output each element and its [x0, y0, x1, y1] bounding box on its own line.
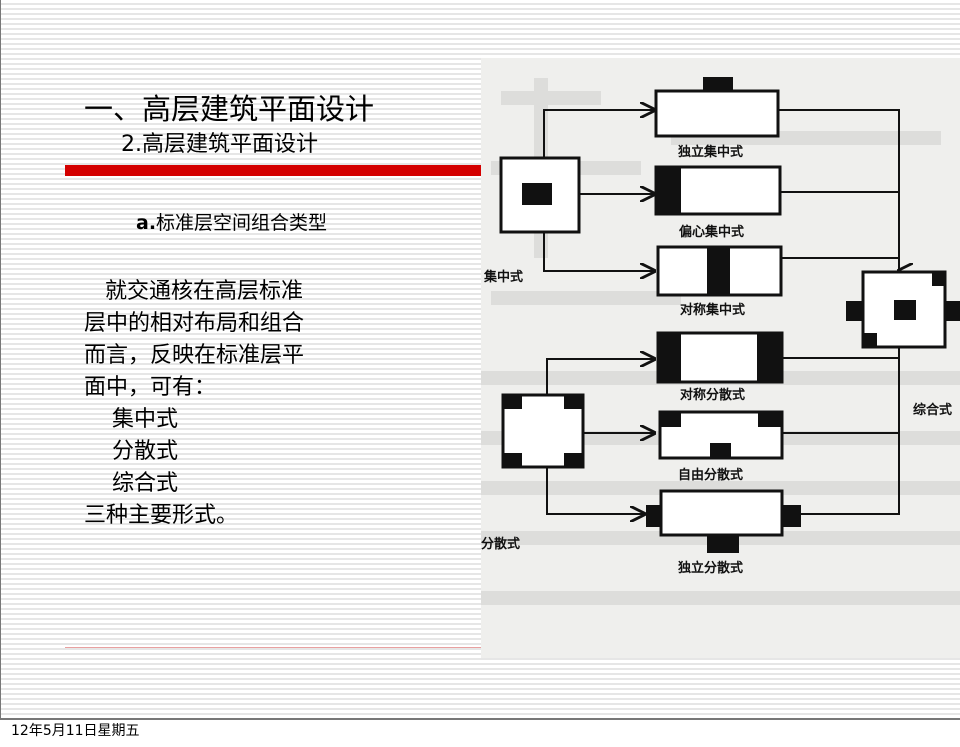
label-independent-centralized: 独立集中式 — [678, 144, 743, 160]
label-centralized: 集中式 — [483, 269, 523, 285]
independent-dispersed-box — [646, 489, 801, 553]
section-title: 标准层空间组合类型 — [156, 212, 328, 234]
centralized-box — [499, 156, 581, 234]
core-layout-diagram: 集中式 分散式 综合式 独立集中式 偏心集中式 对称集中式 对称分散式 自由分散… — [481, 58, 960, 658]
dispersed-box — [501, 393, 585, 469]
footer-date: 12年5月11日星期五 — [11, 723, 140, 739]
combined-box — [846, 270, 960, 349]
section-heading: a.标准层空间组合类型 — [136, 208, 327, 235]
connector-lines — [543, 110, 899, 514]
label-free-dispersed: 自由分散式 — [678, 467, 743, 483]
body-text: 就交通核在高层标准 层中的相对布局和组合 而言，反映在标准层平 面中，可有： 集… — [84, 279, 305, 528]
bottom-divider — [65, 647, 481, 648]
label-symmetric-centralized: 对称集中式 — [680, 302, 745, 318]
label-independent-dispersed: 独立分散式 — [678, 560, 743, 576]
slide: 一、高层建筑平面设计 2.高层建筑平面设计 a.标准层空间组合类型 就交通核在高… — [0, 0, 960, 720]
eccentric-centralized-box — [654, 165, 782, 216]
label-symmetric-dispersed: 对称分散式 — [680, 387, 745, 403]
label-eccentric-centralized: 偏心集中式 — [679, 224, 744, 240]
slide-subtitle: 2.高层建筑平面设计 — [121, 132, 318, 157]
section-prefix: a. — [136, 212, 157, 234]
symmetric-centralized-box — [656, 245, 783, 297]
slide-title: 一、高层建筑平面设计 — [84, 92, 375, 126]
label-dispersed: 分散式 — [481, 536, 520, 552]
label-combined: 综合式 — [913, 402, 952, 418]
independent-centralized-box — [654, 77, 780, 138]
title-divider-bar — [65, 165, 481, 176]
symmetric-dispersed-box — [656, 331, 784, 384]
free-dispersed-box — [658, 410, 784, 460]
